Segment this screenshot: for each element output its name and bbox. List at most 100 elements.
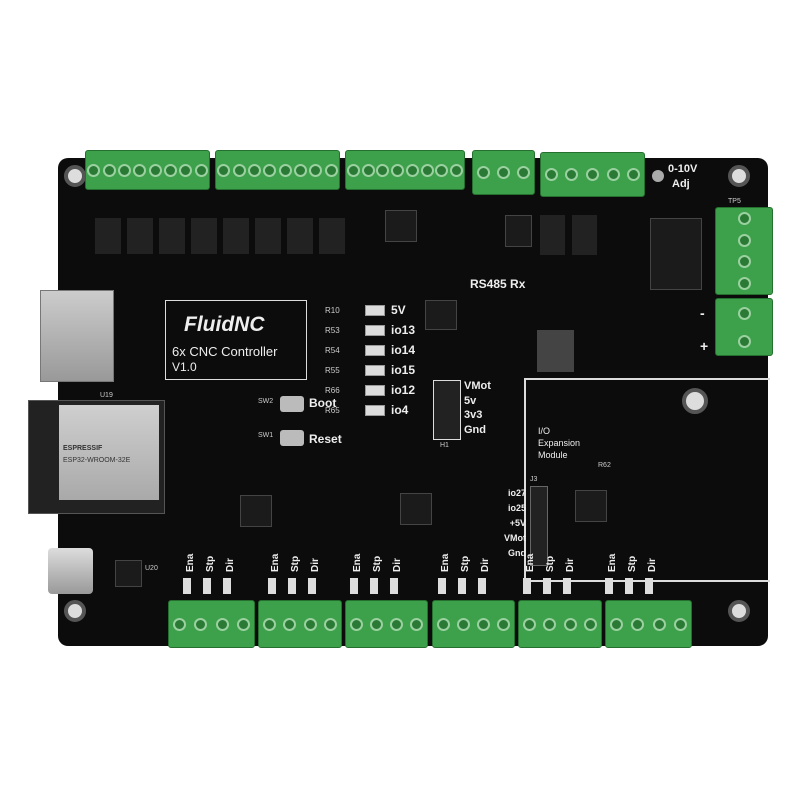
- axis-signal-label: Ena: [270, 553, 281, 572]
- regulator: [425, 300, 457, 330]
- led: [223, 578, 231, 594]
- sd-card-slot[interactable]: [40, 290, 114, 382]
- mount-hole: [682, 388, 708, 414]
- sw1-label: SW1: [258, 432, 274, 439]
- led: [365, 345, 385, 356]
- terminal-block: [605, 600, 692, 648]
- driver-chip: [400, 493, 432, 525]
- reset-button[interactable]: [280, 430, 304, 446]
- r62-label: R62: [598, 462, 611, 469]
- led: [645, 578, 653, 594]
- esp32-module: ESPRESSIF ESP32-WROOM-32E: [28, 400, 165, 514]
- led: [370, 578, 378, 594]
- module-shield: ESPRESSIF ESP32-WROOM-32E: [59, 405, 159, 500]
- pin-label: Gnd: [508, 548, 526, 558]
- terminal-block: [518, 600, 602, 648]
- adj-label: Adj: [672, 178, 690, 190]
- terminal-block: [715, 298, 773, 356]
- led-label: io13: [391, 323, 416, 337]
- axis-signal-label: Stp: [372, 555, 383, 572]
- pin-label: 3v3: [464, 409, 483, 421]
- axis-signal-label: Dir: [225, 558, 236, 572]
- axis-signal-label: Stp: [460, 555, 471, 572]
- axis-signal-label: Dir: [480, 558, 491, 572]
- terminal-block: [432, 600, 515, 648]
- resistor-label: R65: [325, 406, 340, 415]
- board-version: V1.0: [172, 360, 197, 374]
- expansion-label: I/O Expansion Module: [538, 425, 580, 461]
- axis-signal-label: Ena: [607, 553, 618, 572]
- driver-chip: [240, 495, 272, 527]
- axis-signal-label: Dir: [565, 558, 576, 572]
- axis-signal-label: Stp: [205, 555, 216, 572]
- driver-chip: [575, 490, 607, 522]
- boot-button[interactable]: [280, 396, 304, 412]
- terminal-block: [345, 600, 428, 648]
- usb-c-port[interactable]: [48, 548, 93, 594]
- expansion-line3: Module: [538, 450, 568, 460]
- potentiometer[interactable]: [652, 170, 664, 182]
- axis-signal-label: Dir: [392, 558, 403, 572]
- pin-label: VMot: [464, 380, 491, 392]
- expansion-header[interactable]: [530, 486, 548, 566]
- ref-u20: U20: [145, 565, 158, 572]
- terminal-block: [345, 150, 465, 190]
- led: [365, 385, 385, 396]
- led-label: io4: [391, 403, 409, 417]
- resistor-label: R66: [325, 386, 340, 395]
- led: [350, 578, 358, 594]
- power-jumper-header[interactable]: [433, 380, 461, 440]
- led: [605, 578, 613, 594]
- pin-label: io25: [507, 503, 526, 513]
- expansion-title: I/O: [538, 426, 551, 436]
- led-label: io12: [391, 383, 416, 397]
- axis-signal-label: Stp: [545, 555, 556, 572]
- axis-signal-label: Stp: [290, 555, 301, 572]
- module-brand: ESPRESSIF: [63, 445, 103, 452]
- axis-signal-label: Ena: [440, 553, 451, 572]
- led: [563, 578, 571, 594]
- led: [308, 578, 316, 594]
- regulator: [650, 218, 702, 290]
- inductor: [537, 330, 574, 372]
- board-subtitle: 6x CNC Controller: [172, 344, 278, 359]
- ic-chip: [505, 215, 532, 247]
- sw2-label: SW2: [258, 398, 274, 405]
- fluidnc-logo: FluidNC: [184, 313, 265, 336]
- optocoupler-pair: [540, 215, 600, 255]
- ic-chip: [385, 210, 417, 242]
- mount-hole: [64, 165, 86, 187]
- led: [203, 578, 211, 594]
- mount-hole: [728, 165, 750, 187]
- led: [365, 305, 385, 316]
- resistor-label: R53: [325, 326, 340, 335]
- terminal-block: [540, 152, 645, 197]
- j3-ref: J3: [530, 476, 538, 483]
- led: [365, 325, 385, 336]
- expansion-module-outline: [524, 378, 770, 582]
- axis-signal-label: Stp: [627, 555, 638, 572]
- led-label: io14: [391, 343, 416, 357]
- pin-label: VMot: [504, 533, 526, 543]
- module-model: ESP32-WROOM-32E: [63, 457, 131, 464]
- axis-signal-label: Dir: [310, 558, 321, 572]
- led: [390, 578, 398, 594]
- expansion-line2: Expansion: [538, 438, 581, 448]
- pin-label: 5v: [464, 394, 477, 407]
- h1-ref: H1: [440, 442, 449, 449]
- resistor-label: R54: [325, 346, 340, 355]
- terminal-block: [168, 600, 255, 648]
- led: [268, 578, 276, 594]
- led: [523, 578, 531, 594]
- led: [288, 578, 296, 594]
- minus-label: -: [700, 305, 705, 321]
- terminal-block: [715, 207, 773, 295]
- boot-label: Boot: [309, 396, 337, 410]
- led: [365, 405, 385, 416]
- optocoupler-row: [95, 218, 345, 254]
- pin-label: +5V: [509, 518, 526, 528]
- usb-chip: [115, 560, 142, 587]
- tp5-label: TP5: [728, 198, 741, 205]
- mount-hole: [64, 600, 86, 622]
- axis-signal-label: Ena: [185, 553, 196, 572]
